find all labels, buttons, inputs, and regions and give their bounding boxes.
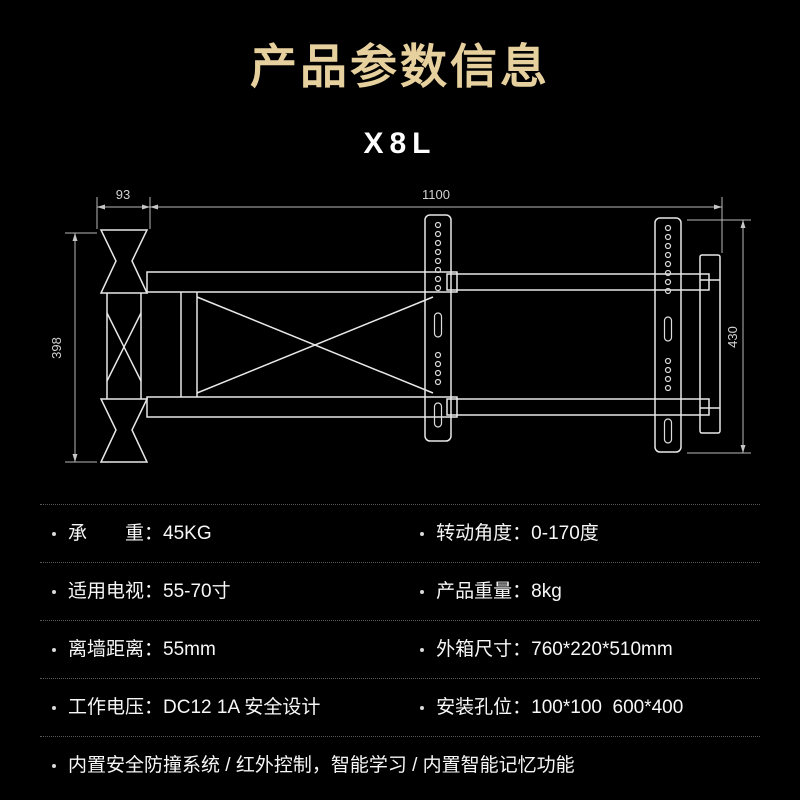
spec-item-box-size: 外箱尺寸： 760*220*510mm	[420, 637, 760, 662]
dimension-arrows	[72, 204, 746, 462]
spec-value: 45KG	[163, 523, 212, 544]
spec-item-wall-distance: 离墙距离： 55mm	[52, 637, 420, 662]
spec-row-footer: 内置安全防撞系统 / 红外控制，智能学习 / 内置智能记忆功能	[40, 736, 760, 794]
spec-label: 产品重量：	[436, 581, 532, 602]
arm-top-outer	[146, 271, 458, 293]
bullet-icon	[52, 647, 56, 652]
rail-right	[654, 217, 682, 453]
bullet-icon	[52, 705, 56, 710]
bullet-icon	[420, 705, 425, 710]
bullet-icon	[420, 647, 425, 652]
dim-left-offset: 93	[116, 187, 130, 202]
wall-plate-top	[99, 229, 149, 294]
spec-row-4: 工作电压： DC12 1A 安全设计 安装孔位： 100*100 600*400	[40, 678, 760, 736]
spec-footer-text: 内置安全防撞系统 / 红外控制，智能学习 / 内置智能记忆功能	[68, 755, 575, 776]
spec-value: 55-70寸	[163, 581, 231, 602]
spec-item-mount-holes: 安装孔位： 100*100 600*400	[420, 695, 760, 720]
spec-value: 100*100 600*400	[531, 697, 684, 718]
dim-right-height: 430	[725, 326, 740, 348]
bracket-structure	[99, 214, 721, 463]
spec-item-voltage: 工作电压： DC12 1A 安全设计	[52, 695, 420, 720]
dimension-labels: 93 1100 398 430	[49, 187, 740, 359]
spec-label: 安装孔位：	[436, 697, 532, 718]
spec-table: 承 重： 45KG 转动角度： 0-170度 适用电视： 55-70寸 产品重量…	[40, 504, 760, 794]
dimension-lines	[65, 197, 751, 463]
spec-value: 8kg	[531, 581, 562, 602]
spec-label: 转动角度：	[436, 523, 532, 544]
spec-item-weight: 产品重量： 8kg	[420, 579, 760, 604]
spec-row-3: 离墙距离： 55mm 外箱尺寸： 760*220*510mm	[40, 620, 760, 678]
model-name: X8L	[363, 127, 437, 160]
dim-total-width: 1100	[422, 187, 450, 202]
arm-top-inner	[446, 273, 710, 291]
spec-item-tv-size: 适用电视： 55-70寸	[52, 579, 420, 604]
page-title: 产品参数信息	[250, 40, 550, 93]
spec-row-2: 适用电视： 55-70寸 产品重量： 8kg	[40, 562, 760, 620]
spec-item-features: 内置安全防撞系统 / 红外控制，智能学习 / 内置智能记忆功能	[52, 753, 575, 778]
spec-label: 工作电压：	[68, 697, 164, 718]
spec-label: 承 重：	[68, 523, 164, 544]
rail-holes	[433, 221, 673, 444]
bullet-icon	[420, 531, 425, 536]
bullet-icon	[52, 763, 56, 768]
wall-plate-bottom	[99, 398, 149, 463]
spec-label: 适用电视：	[68, 581, 164, 602]
end-plate	[699, 254, 721, 434]
spec-value: 55mm	[163, 639, 216, 660]
spec-item-load: 承 重： 45KG	[52, 521, 420, 546]
spec-value: 760*220*510mm	[531, 639, 673, 660]
spec-value: 0-170度	[531, 523, 599, 544]
technical-drawing: 93 1100 398 430	[45, 185, 755, 490]
spec-item-rotation: 转动角度： 0-170度	[420, 521, 760, 546]
spec-row-1: 承 重： 45KG 转动角度： 0-170度	[40, 504, 760, 562]
arm-bottom-outer	[146, 396, 458, 418]
bullet-icon	[52, 589, 56, 594]
spec-value: DC12 1A 安全设计	[163, 697, 321, 718]
bullet-icon	[420, 589, 425, 594]
spec-label: 离墙距离：	[68, 639, 164, 660]
rail-left	[424, 214, 452, 442]
arm-bottom-inner	[446, 398, 710, 416]
bullet-icon	[52, 531, 56, 536]
spec-label: 外箱尺寸：	[436, 639, 532, 660]
dim-left-height: 398	[49, 337, 64, 359]
bracket-diagram: 93 1100 398 430	[49, 187, 751, 463]
